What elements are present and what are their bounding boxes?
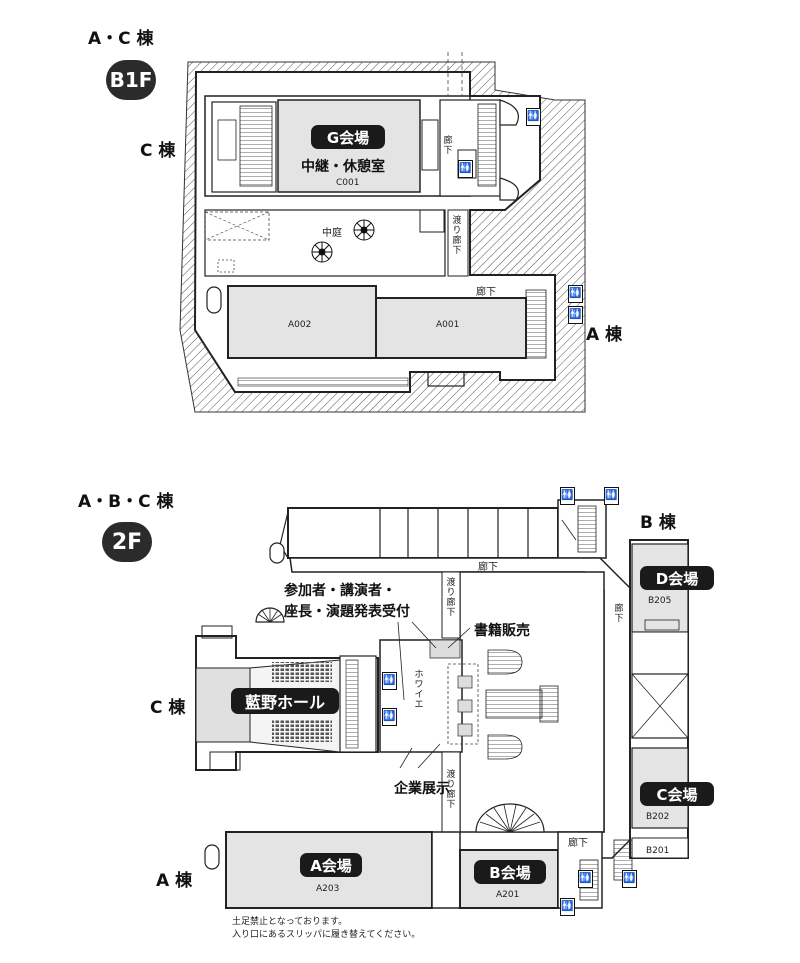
f2-corridor-north-label: 廊下 — [478, 562, 498, 573]
restroom-icon: 🚻 — [560, 487, 575, 505]
f2-floor-badge: 2F — [102, 522, 152, 562]
f2-venue-d-pill[interactable]: D会場 — [640, 566, 714, 590]
restroom-icon: 🚻 — [560, 898, 575, 916]
b1f-west-building-label: C 棟 — [140, 141, 176, 161]
f2-south-building-label: A 棟 — [156, 871, 193, 891]
restroom-icon: 🚻 — [568, 285, 583, 303]
f2-bridge-north-label: 渡り廊下 — [446, 578, 456, 618]
f2-exhibit-label: 企業展示 — [394, 781, 450, 797]
restroom-icon: 🚻 — [382, 672, 397, 690]
b1f-room-a001 — [375, 297, 527, 359]
f2-bridge-south-label: 渡り廊下 — [446, 770, 456, 810]
restroom-icon: 🚻 — [526, 108, 541, 126]
b1f-room-a002-label: A002 — [288, 320, 312, 330]
f2-foyer-label: ホワイエ — [414, 670, 424, 710]
f2-reception-label-line2: 座長・演題発表受付 — [284, 604, 410, 620]
b1f-corridor-vertical-label: 廊下 — [443, 136, 453, 156]
b1f-venue-g-pill[interactable]: G会場 — [311, 125, 385, 149]
f2-venue-b-code: A201 — [496, 890, 520, 900]
b1f-east-building-label: A 棟 — [586, 325, 623, 345]
restroom-icon: 🚻 — [622, 870, 637, 888]
tree-icon — [311, 219, 375, 263]
f2-building-label: A・B・C 棟 — [78, 492, 174, 512]
f2-venue-a-pill[interactable]: A会場 — [300, 853, 362, 877]
f2-west-building-label: C 棟 — [150, 698, 186, 718]
f2-room-b201-label: B201 — [646, 846, 670, 856]
f2-venue-d-code: B205 — [648, 596, 672, 606]
b1f-venue-g-subtitle: 中継・休憩室 — [301, 159, 385, 175]
b1f-courtyard-label: 中庭 — [322, 228, 342, 239]
spiral-stair-icon — [255, 607, 285, 623]
b1f-floor-badge: B1F — [106, 60, 156, 100]
b1f-room-a001-label: A001 — [436, 320, 460, 330]
f2-venue-c-pill[interactable]: C会場 — [640, 782, 714, 806]
f2-reception-label-line1: 参加者・講演者・ — [284, 583, 396, 599]
b1f-venue-g-code: C001 — [336, 178, 360, 188]
f2-notice-line2: 入り口にあるスリッパに履き替えてください。 — [232, 930, 421, 940]
f2-corridor-south-label: 廊下 — [568, 838, 588, 849]
restroom-icon: 🚻 — [568, 306, 583, 324]
f2-venue-c-code: B202 — [646, 812, 670, 822]
f2-hall-pill[interactable]: 藍野ホール — [231, 688, 339, 714]
restroom-icon: 🚻 — [458, 160, 473, 178]
f2-plan — [195, 499, 689, 909]
restroom-icon: 🚻 — [382, 708, 397, 726]
b1f-building-label: A・C 棟 — [88, 29, 154, 49]
f2-books-label: 書籍販売 — [474, 623, 530, 639]
f2-venue-a-code: A203 — [316, 884, 340, 894]
f2-corridor-east-label: 廊下 — [614, 604, 624, 624]
b1f-venue-g-room — [277, 99, 421, 193]
f2-east-building-label: B 棟 — [640, 513, 676, 533]
b1f-bridge-label: 渡り廊下 — [452, 216, 462, 256]
restroom-icon: 🚻 — [578, 870, 593, 888]
f2-notice: 土足禁止となっております。 入り口にあるスリッパに履き替えてください。 — [232, 916, 420, 942]
f2-venue-b-pill[interactable]: B会場 — [474, 860, 546, 884]
restroom-icon: 🚻 — [604, 487, 619, 505]
b1f-corridor-label: 廊下 — [476, 287, 496, 298]
f2-notice-line1: 土足禁止となっております。 — [232, 917, 348, 927]
b1f-plan — [179, 52, 586, 413]
